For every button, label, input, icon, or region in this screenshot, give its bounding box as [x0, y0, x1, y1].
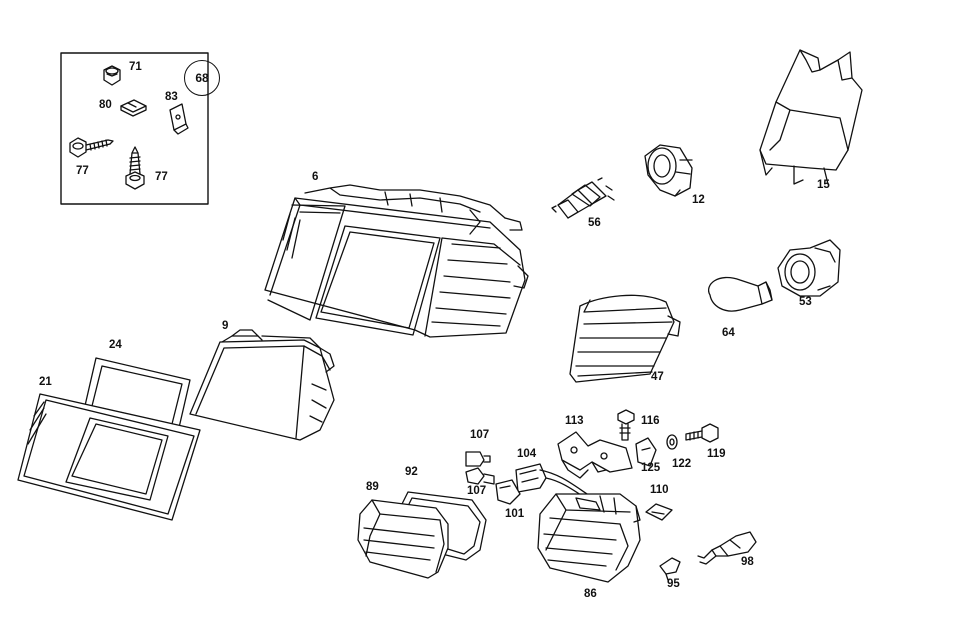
bulb-107-upper	[466, 452, 490, 466]
bulb-h4-56	[552, 178, 614, 218]
bracket-113	[558, 432, 632, 478]
callout-113: 113	[565, 415, 584, 427]
callout-107-upper: 107	[470, 429, 490, 441]
callout-56: 56	[588, 217, 601, 229]
callout-95: 95	[667, 578, 680, 590]
callout-53: 53	[799, 296, 812, 308]
callout-77-right: 77	[155, 171, 168, 183]
callout-119: 119	[707, 448, 726, 460]
callout-125: 125	[641, 462, 661, 474]
screw-77-left-icon	[70, 138, 113, 157]
callout-86: 86	[584, 588, 597, 600]
callout-98: 98	[741, 556, 754, 568]
callout-24: 24	[109, 339, 122, 351]
callout-64: 64	[722, 327, 735, 339]
bulb-64	[709, 278, 772, 312]
headlamp-glass-21	[18, 394, 200, 520]
screw-77-right-icon	[126, 147, 144, 189]
bracket-83-icon	[170, 104, 188, 134]
callout-47: 47	[651, 371, 664, 383]
headlamp-assembly-6	[265, 185, 528, 337]
callout-77-left: 77	[76, 165, 89, 177]
bolt-116-icon	[618, 410, 634, 440]
inset-reference-badge: 68	[184, 60, 220, 96]
callout-15: 15	[817, 179, 830, 191]
clip-125-icon	[636, 438, 656, 466]
bulb-107-lower	[466, 468, 494, 484]
callout-110: 110	[650, 484, 669, 496]
fog-lamp-86	[538, 494, 640, 582]
side-lamp-47	[570, 295, 680, 382]
socket-101	[496, 480, 520, 504]
screw-119-icon	[686, 424, 718, 442]
callout-80: 80	[99, 99, 112, 111]
headlamp-insert-9	[190, 330, 334, 440]
clip-80-icon	[121, 100, 146, 116]
socket-53	[778, 240, 840, 296]
fog-lens-89	[358, 500, 448, 578]
connector-104	[516, 464, 546, 492]
callout-107-lower: 107	[467, 485, 487, 497]
bulb-98	[698, 532, 756, 564]
callout-122: 122	[672, 458, 692, 470]
callout-92: 92	[405, 466, 418, 478]
clip-110-icon	[646, 504, 672, 520]
cover-15	[760, 50, 862, 184]
callout-89: 89	[366, 481, 379, 493]
washer-122-icon	[667, 435, 677, 449]
callout-21: 21	[39, 376, 52, 388]
callout-101: 101	[505, 508, 525, 520]
callout-116: 116	[641, 415, 660, 427]
bulb-holder-12	[645, 145, 692, 196]
nut-71-icon	[104, 66, 120, 85]
callout-104: 104	[517, 448, 537, 460]
callout-71: 71	[129, 61, 142, 73]
callout-9: 9	[222, 320, 229, 332]
callout-83: 83	[165, 91, 178, 103]
clip-95-icon	[660, 558, 680, 580]
hardware-inset-box	[61, 53, 208, 204]
callout-6: 6	[312, 171, 319, 183]
callout-12: 12	[692, 194, 705, 206]
